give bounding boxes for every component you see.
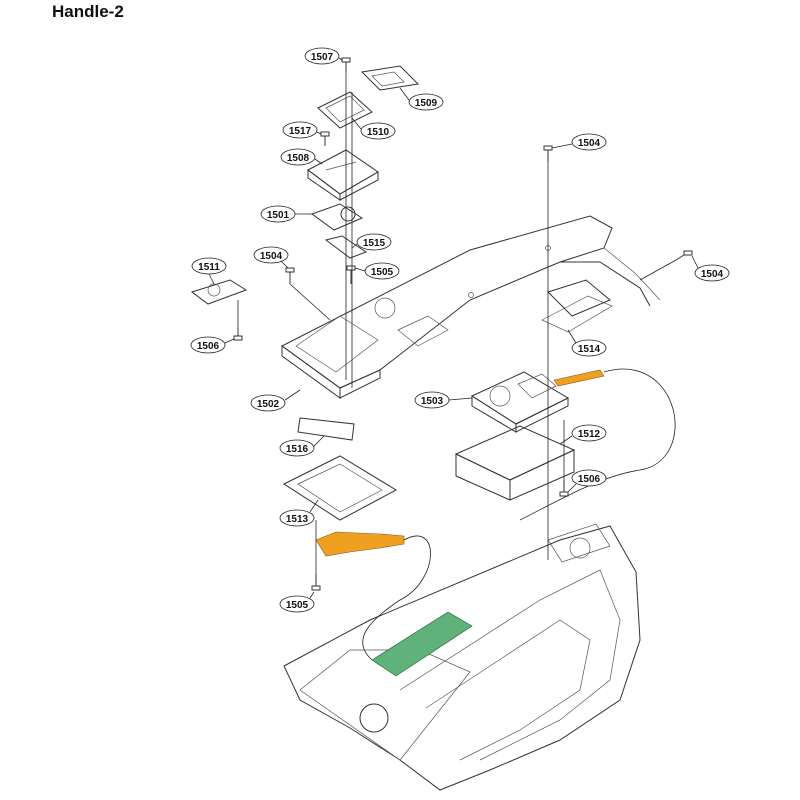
svg-text:1508: 1508 [287, 153, 310, 164]
callout-1510: 1510 [351, 117, 396, 140]
callout-1505-bottom: 1505 [279, 591, 315, 613]
plate-1509 [360, 65, 420, 91]
module-1503 [470, 371, 570, 433]
svg-text:1505: 1505 [371, 267, 394, 278]
pcb-board [371, 611, 473, 677]
svg-text:1507: 1507 [311, 52, 334, 63]
callout-1501: 1501 [260, 205, 312, 223]
svg-text:1516: 1516 [286, 444, 309, 455]
cover-1512 [454, 425, 576, 501]
callout-1508: 1508 [280, 148, 323, 166]
screw-1506-left [233, 328, 243, 341]
svg-text:1502: 1502 [257, 399, 280, 410]
callout-1505-top: 1505 [354, 262, 400, 280]
svg-text:1506: 1506 [578, 474, 601, 485]
screw-1507 [341, 57, 351, 72]
svg-text:1506: 1506 [197, 341, 220, 352]
diagram-title: Handle-2 [52, 2, 124, 21]
callout-1506-left: 1506 [190, 336, 235, 354]
callout-1506-right: 1506 [567, 469, 607, 493]
callout-1504-top: 1504 [551, 133, 607, 151]
svg-text:1504: 1504 [701, 269, 724, 280]
screw-1505-bottom [311, 574, 321, 591]
switch-block-1508 [307, 149, 379, 201]
callout-1504-left: 1504 [253, 246, 289, 269]
plate-1513 [282, 455, 398, 521]
callout-1514: 1514 [567, 329, 607, 357]
svg-text:1505: 1505 [286, 600, 309, 611]
screw-1506-right [559, 480, 569, 497]
gasket-1515 [324, 235, 368, 259]
part-1514 [541, 295, 613, 333]
callout-1517: 1517 [282, 121, 322, 139]
svg-text:1509: 1509 [415, 98, 438, 109]
svg-text:1511: 1511 [198, 262, 220, 273]
screw-1504-top [543, 145, 553, 162]
svg-text:1515: 1515 [363, 238, 386, 249]
screw-1504-left [285, 267, 295, 284]
part-1501 [310, 203, 364, 231]
callout-1504-right: 1504 [691, 255, 730, 282]
handle-cover-1502 [281, 215, 661, 399]
callout-1513: 1513 [279, 499, 319, 527]
screw-1517 [320, 131, 330, 146]
flex-cable-upper [553, 369, 605, 387]
flex-cable-lower [315, 531, 405, 557]
svg-text:1501: 1501 [267, 210, 290, 221]
callout-1516: 1516 [279, 435, 325, 457]
svg-text:1517: 1517 [289, 126, 312, 137]
callout-1511: 1511 [191, 257, 227, 285]
svg-text:1504: 1504 [260, 251, 283, 262]
callout-1515: 1515 [351, 233, 392, 251]
svg-text:1503: 1503 [421, 396, 444, 407]
callout-1512: 1512 [559, 424, 607, 445]
svg-text:1514: 1514 [578, 344, 601, 355]
assembly-lines [237, 72, 677, 661]
callout-1503: 1503 [414, 391, 473, 409]
screw-1504-right [675, 250, 693, 261]
svg-text:1512: 1512 [578, 429, 601, 440]
callout-1507: 1507 [304, 47, 343, 65]
sheet-1516 [297, 417, 355, 441]
svg-text:1510: 1510 [367, 127, 390, 138]
callout-1502: 1502 [250, 389, 301, 412]
svg-text:1504: 1504 [578, 138, 601, 149]
bracket-1510 [317, 91, 373, 129]
svg-text:1513: 1513 [286, 514, 309, 525]
handle-base [283, 523, 641, 791]
screw-1505-top [346, 265, 356, 284]
callout-1509: 1509 [399, 87, 444, 111]
